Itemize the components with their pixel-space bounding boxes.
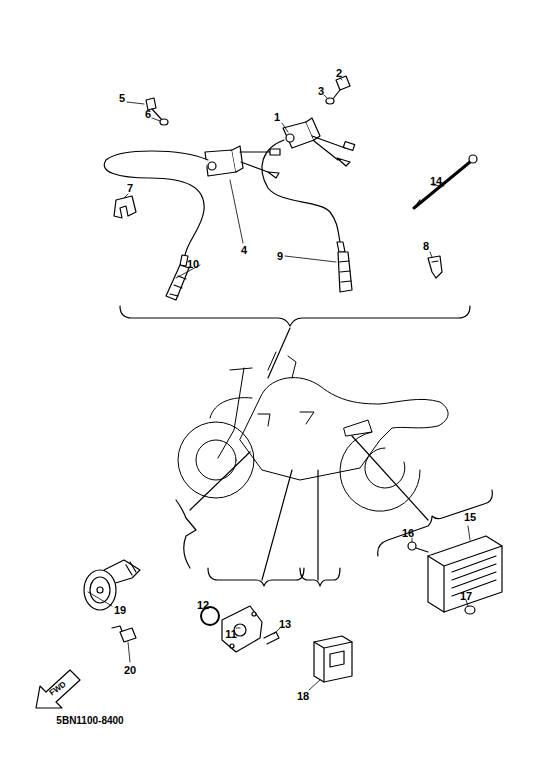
pointer-line (268, 328, 290, 378)
callout-number: 9 (276, 250, 284, 263)
callout-number: 19 (113, 604, 127, 617)
motorcycle-outline (178, 352, 448, 511)
bolt (326, 76, 350, 104)
callout-number: 18 (296, 690, 310, 703)
earth-lead (414, 155, 477, 208)
callout-number: 16 (401, 527, 415, 540)
callout-number: 3 (317, 85, 325, 98)
callout-number: 6 (144, 108, 152, 121)
callout-number: 11 (224, 628, 238, 641)
clip (428, 256, 442, 278)
ignition-coil (262, 118, 355, 292)
horn (84, 560, 140, 610)
callout-number: 15 (463, 511, 477, 524)
callout-number: 12 (196, 599, 210, 612)
relay (314, 636, 352, 682)
direction-arrow (36, 670, 80, 708)
bolt (112, 626, 136, 642)
leader-lines (88, 78, 470, 690)
callout-number: 4 (240, 244, 248, 257)
bracket (114, 196, 136, 218)
callout-number: 14 (429, 175, 443, 188)
callout-number: 2 (335, 67, 343, 80)
callout-number: 1 (273, 111, 281, 124)
callout-number: 10 (186, 258, 200, 271)
callout-number: 7 (126, 182, 134, 195)
ignition-coil (104, 146, 280, 300)
sensor (201, 606, 279, 652)
callout-number: 8 (422, 240, 430, 253)
callout-number: 17 (459, 590, 473, 603)
callout-number: 5 (118, 92, 126, 105)
group-bracket (120, 306, 470, 326)
diagram-code: 5BN1100-8400 (55, 715, 124, 727)
branch-lines (190, 436, 428, 580)
callout-number: 13 (278, 618, 292, 631)
callout-number: 20 (123, 664, 137, 677)
rectifier-regulator (408, 536, 502, 614)
